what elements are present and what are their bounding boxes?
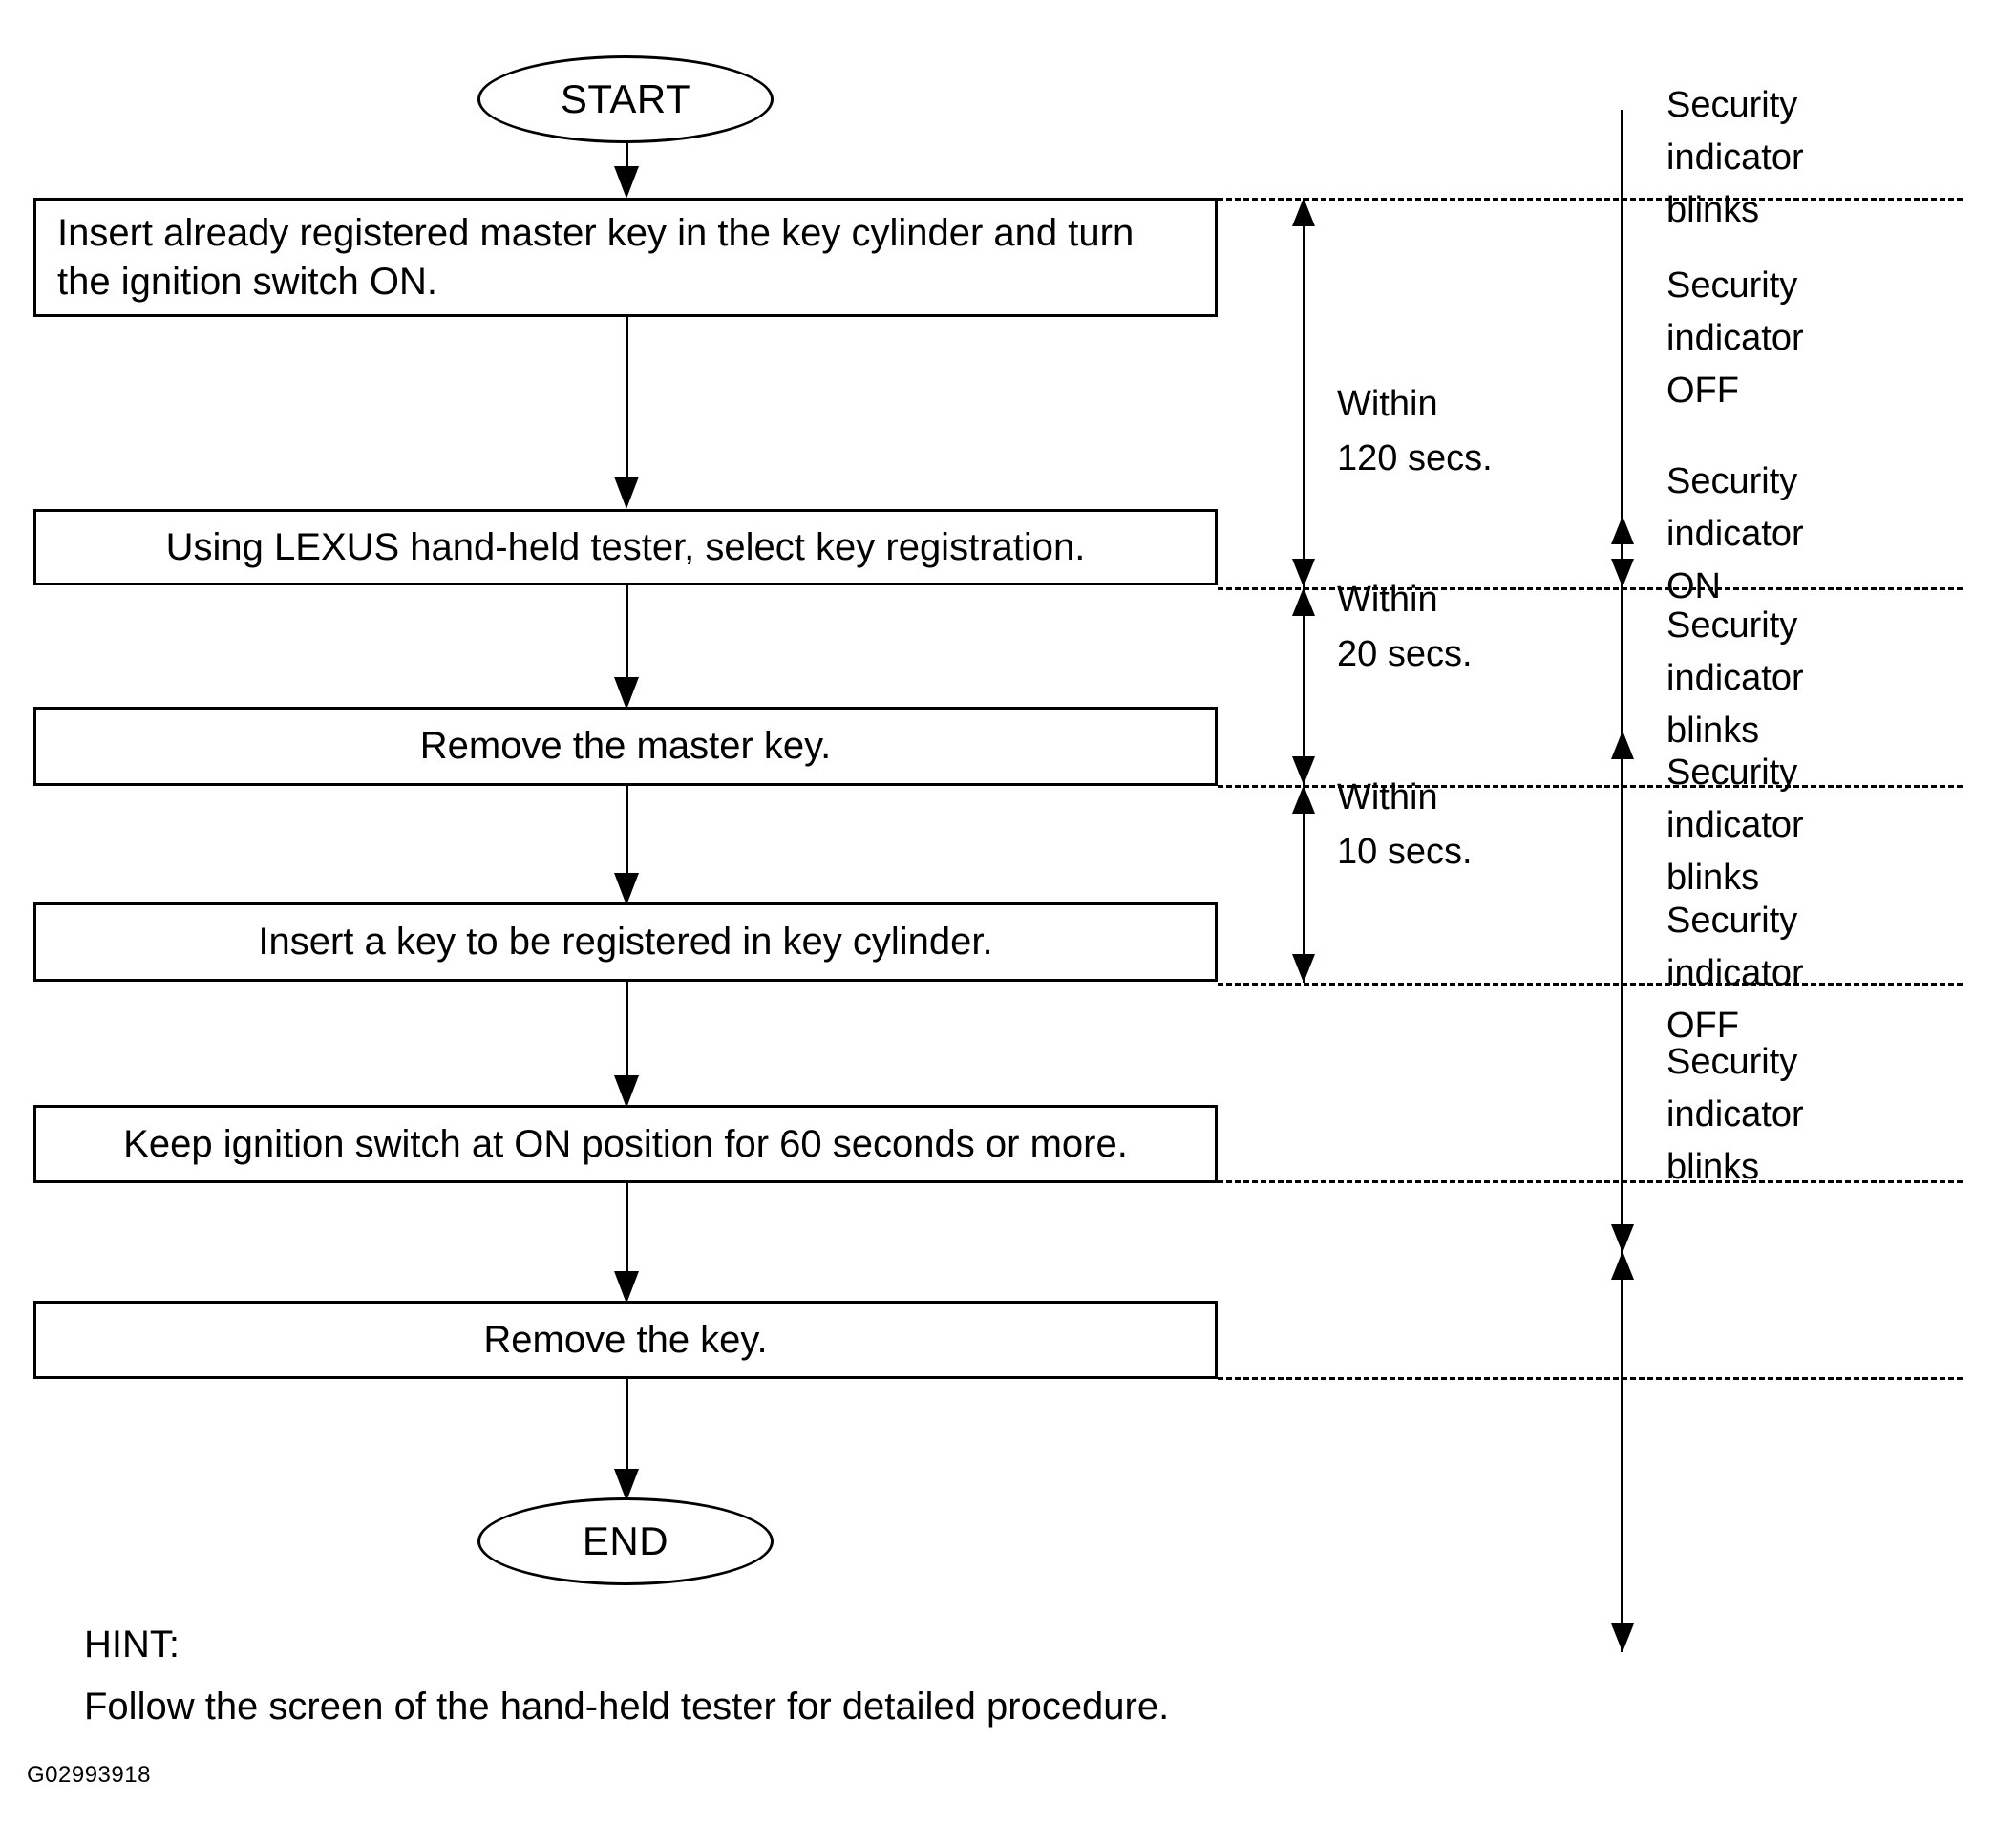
process-box-step-3-text: Remove the master key. (419, 725, 832, 768)
start-terminator: START (477, 55, 774, 143)
measure-arrowhead-down (1292, 954, 1315, 983)
arrow-shaft (626, 1183, 628, 1273)
flow-arrow-step5-to-step6 (607, 1183, 646, 1304)
figure-caption: G02993918 (27, 1762, 151, 1788)
separator-line-5 (1218, 1180, 1963, 1183)
process-box-step-4: Insert a key to be registered in key cyl… (33, 902, 1218, 982)
status-label-7: Security indicator blinks (1666, 1042, 1804, 1188)
status-label-4: Security indicator blinks (1666, 605, 1804, 752)
timing-measure-20 (1287, 587, 1320, 785)
process-box-step-2: Using LEXUS hand-held tester, select key… (33, 509, 1218, 585)
end-label: END (582, 1518, 669, 1563)
arrow-head (614, 873, 639, 905)
process-box-step-6: Remove the key. (33, 1301, 1218, 1379)
status-label-6: Security indicator OFF (1666, 901, 1804, 1047)
process-box-step-4-text: Insert a key to be registered in key cyl… (258, 921, 993, 964)
measure-arrowhead-up (1292, 587, 1315, 616)
separator-line-4 (1218, 983, 1963, 986)
flow-arrow-step6-to-end (607, 1379, 646, 1501)
flow-arrow-step4-to-step5 (607, 982, 646, 1108)
process-box-step-2-text: Using LEXUS hand-held tester, select key… (165, 525, 1086, 568)
start-label: START (560, 76, 691, 121)
arrow-shaft (626, 786, 628, 875)
timing-label-10: Within 10 secs. (1337, 777, 1473, 872)
separator-line-2 (1218, 587, 1963, 590)
arrow-shaft (626, 317, 628, 478)
arrow-shaft (626, 585, 628, 679)
measure-shaft (1303, 587, 1305, 785)
status-label-3: Security indicator ON (1666, 461, 1804, 607)
status-label-2: Security indicator OFF (1666, 265, 1804, 412)
measure-arrowhead-up (1292, 785, 1315, 814)
status-axis-arrowhead-up-1 (1611, 516, 1634, 544)
hint-body: Follow the screen of the hand-held teste… (84, 1686, 1170, 1728)
status-axis-arrowhead-up-2 (1611, 731, 1634, 759)
process-box-step-5-text: Keep ignition switch at ON position for … (123, 1122, 1128, 1165)
separator-line-6 (1218, 1377, 1963, 1380)
timing-measure-10 (1287, 785, 1320, 983)
timing-label-120: Within 120 secs. (1337, 384, 1493, 478)
arrow-head (614, 477, 639, 509)
arrow-shaft (626, 1379, 628, 1471)
arrow-head (614, 166, 639, 199)
arrow-head (614, 1271, 639, 1304)
measure-arrowhead-down (1292, 756, 1315, 785)
status-axis-arrowhead-up-3 (1611, 1251, 1634, 1280)
separator-line-3 (1218, 785, 1963, 788)
hint-title: HINT: (84, 1623, 180, 1666)
flow-arrow-start-to-step1 (607, 143, 646, 199)
status-label-5: Security indicator blinks (1666, 753, 1804, 899)
end-terminator: END (477, 1497, 774, 1585)
measure-shaft (1303, 198, 1305, 587)
arrow-head (614, 677, 639, 710)
timing-measure-120 (1287, 198, 1320, 587)
process-box-step-1-text: Insert already registered master key in … (57, 212, 1135, 303)
process-box-step-1: Insert already registered master key in … (33, 198, 1218, 317)
measure-arrowhead-up (1292, 198, 1315, 226)
process-box-step-5: Keep ignition switch at ON position for … (33, 1105, 1218, 1183)
flow-arrow-step2-to-step3 (607, 585, 646, 710)
flow-arrow-step3-to-step4 (607, 786, 646, 905)
measure-arrowhead-down (1292, 559, 1315, 587)
process-box-step-3: Remove the master key. (33, 707, 1218, 786)
arrow-shaft (626, 982, 628, 1077)
status-axis-line (1621, 110, 1623, 1652)
status-axis-arrowhead-bottom (1611, 1623, 1634, 1652)
arrow-head (614, 1075, 639, 1108)
flow-arrow-step1-to-step2 (607, 317, 646, 509)
status-axis-arrowhead-down-2 (1611, 1224, 1634, 1253)
process-box-step-6-text: Remove the key. (483, 1318, 768, 1361)
status-label-1: Security indicator blinks (1666, 85, 1804, 231)
separator-line-1 (1218, 198, 1963, 201)
timing-label-20: Within 20 secs. (1337, 580, 1473, 674)
arrow-shaft (626, 143, 628, 168)
status-axis-arrowhead-down-1 (1611, 559, 1634, 587)
measure-shaft (1303, 785, 1305, 983)
arrow-head (614, 1469, 639, 1501)
